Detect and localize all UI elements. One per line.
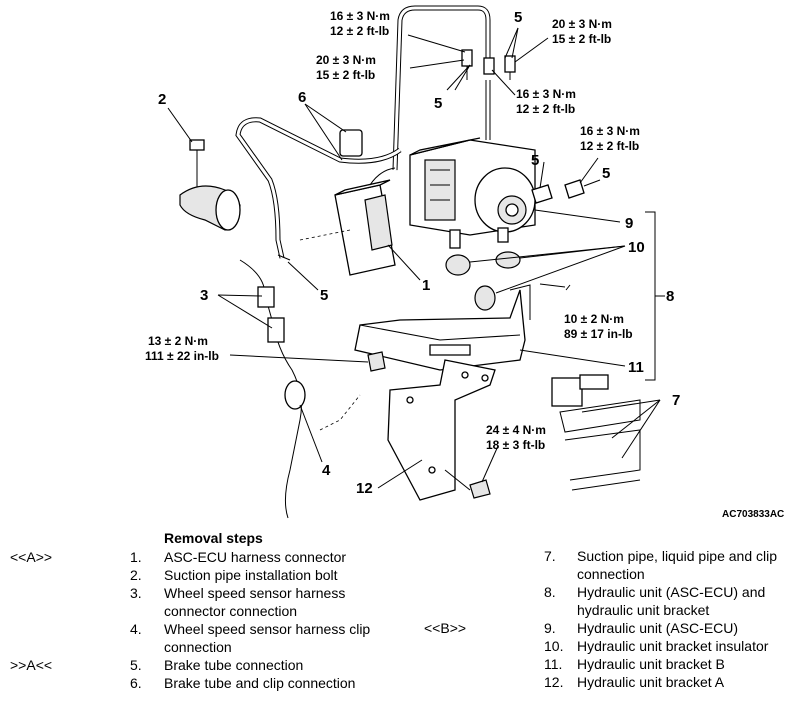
wheel-speed-harness: [239, 254, 361, 519]
callout-8: 8: [666, 288, 674, 305]
step-text: Hydraulic unit (ASC-ECU): [577, 620, 739, 636]
bracket-a: [387, 359, 496, 501]
step-text: Hydraulic unit bracket A: [577, 674, 725, 690]
step-text: Hydraulic unit bracket insulator: [577, 638, 769, 654]
torque-t7-nm: 13 ± 2 N·m: [148, 334, 208, 348]
callout-5-side-left: 5: [531, 152, 539, 169]
step-text: hydraulic unit bracket: [577, 602, 710, 618]
torque-t6-nm: 10 ± 2 N·m: [564, 312, 624, 326]
callout-4: 4: [322, 462, 331, 479]
step-text: connection: [577, 566, 645, 582]
callout-1: 1: [422, 277, 430, 294]
step-number: 11.: [544, 656, 563, 672]
tube-clip: [339, 129, 363, 157]
step-number: 1.: [130, 549, 142, 565]
torque-t7-inlb: 111 ± 22 in-lb: [145, 349, 219, 363]
step-number: 7.: [544, 548, 556, 564]
callout-3: 3: [200, 287, 208, 304]
step-text: Suction pipe, liquid pipe and clip: [577, 548, 778, 564]
step-number: 5.: [130, 657, 142, 673]
step-text: Wheel speed sensor harness clip: [164, 621, 371, 637]
leader-lines: [167, 27, 661, 489]
callout-5-top-left: 5: [434, 95, 442, 112]
step-number: 9.: [544, 620, 556, 636]
brake-tubes: [235, 5, 491, 259]
callout-2: 2: [158, 91, 166, 108]
step-number: 6.: [130, 675, 142, 691]
step-mark: <<B>>: [424, 620, 467, 636]
bracket-b: [354, 284, 531, 371]
step-text: Brake tube connection: [164, 657, 304, 673]
callout-9: 9: [625, 215, 633, 232]
step-number: 3.: [130, 585, 142, 601]
exploded-diagram: 16 ± 3 N·m 12 ± 2 ft-lb 20 ± 3 N·m 15 ± …: [145, 5, 784, 520]
bracket-bolt: [367, 351, 386, 372]
figure-code: AC703833AC: [722, 509, 784, 520]
callout-6: 6: [298, 89, 306, 106]
torque-t5-nm: 16 ± 3 N·m: [580, 124, 640, 138]
callout-12: 12: [356, 480, 373, 497]
step-text: Wheel speed sensor harness: [164, 585, 346, 601]
step-text: Brake tube and clip connection: [164, 675, 356, 691]
hydraulic-unit: [409, 137, 536, 249]
callout-5-top-right: 5: [514, 9, 522, 26]
torque-t4-nm: 16 ± 3 N·m: [516, 87, 576, 101]
torque-labels: 16 ± 3 N·m 12 ± 2 ft-lb 20 ± 3 N·m 15 ± …: [145, 9, 640, 452]
step-number: 10.: [544, 638, 564, 654]
step-mark: >>A<<: [10, 657, 53, 673]
callout-10: 10: [628, 239, 645, 256]
torque-t1-nm: 16 ± 3 N·m: [330, 9, 390, 23]
step-number: 4.: [130, 621, 142, 637]
step-number: 8.: [544, 584, 556, 600]
step-mark: <<A>>: [10, 549, 53, 565]
callout-11: 11: [628, 359, 644, 376]
suction-pipe-bolt: [179, 139, 241, 231]
torque-t8-ftlb: 18 ± 3 ft-lb: [486, 438, 545, 452]
removal-title: Removal steps: [164, 530, 263, 546]
callout-5-side-right: 5: [602, 165, 610, 182]
step-number: 12.: [544, 674, 564, 690]
insulators: [445, 251, 521, 311]
torque-t3-ftlb: 15 ± 2 ft-lb: [552, 32, 611, 46]
torque-t3-nm: 20 ± 3 N·m: [552, 17, 612, 31]
torque-t2-nm: 20 ± 3 N·m: [316, 53, 376, 67]
step-text: Hydraulic unit (ASC-ECU) and: [577, 584, 766, 600]
step-number: 2.: [130, 567, 142, 583]
torque-t5-ftlb: 12 ± 2 ft-lb: [580, 139, 639, 153]
torque-t8-nm: 24 ± 4 N·m: [486, 423, 546, 437]
callout-5-harness: 5: [320, 287, 328, 304]
torque-t2-ftlb: 15 ± 2 ft-lb: [316, 68, 375, 82]
suction-liquid-pipes: [551, 374, 641, 491]
step-text: connector connection: [164, 603, 298, 619]
torque-t1-ftlb: 12 ± 2 ft-lb: [330, 24, 389, 38]
side-flare-nuts: [531, 179, 601, 204]
torque-t6-ftlb: 89 ± 17 in-lb: [564, 327, 633, 341]
ecu-connector: [299, 167, 396, 276]
step-text: connection: [164, 639, 232, 655]
callout-7: 7: [672, 392, 680, 409]
torque-t4-ftlb: 12 ± 2 ft-lb: [516, 102, 575, 116]
callout-numbers: 1 2 3 4 5 5 5 5 5 6 7 8 9 10 11 12 AC703…: [158, 9, 784, 520]
step-text: ASC-ECU harness connector: [164, 549, 347, 565]
step-text: Hydraulic unit bracket B: [577, 656, 725, 672]
step-text: Suction pipe installation bolt: [164, 567, 338, 583]
group-bracket-8: [645, 211, 656, 381]
